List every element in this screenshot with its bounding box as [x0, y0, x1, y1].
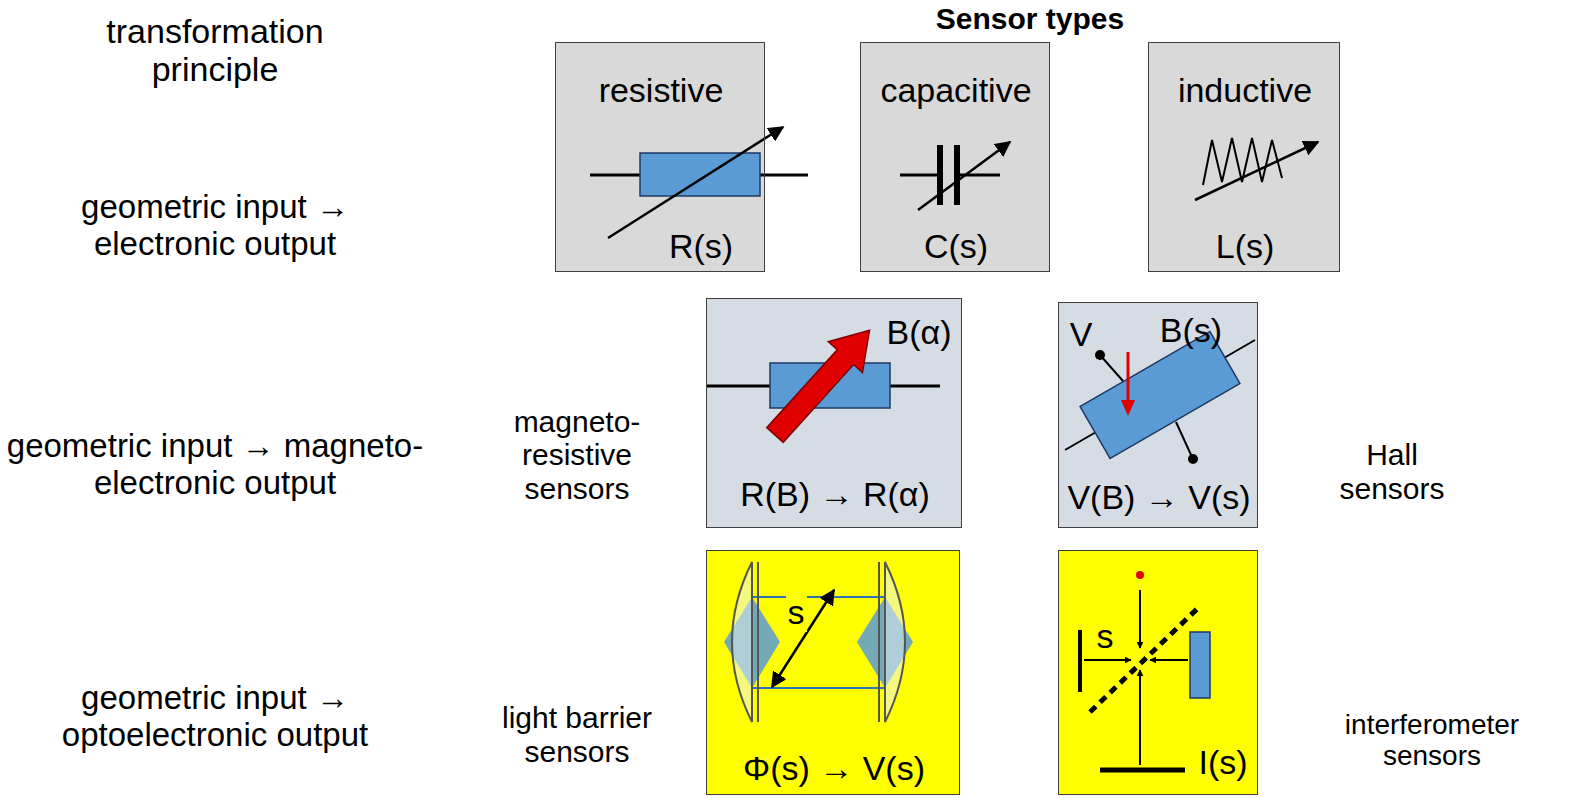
- row-heading: transformation principle: [65, 12, 365, 88]
- lens-pair: [724, 562, 913, 722]
- magnetoresistive-box: B(α) R(B) → R(α): [706, 298, 962, 528]
- row-heading: geometric input → optoelectronic output: [35, 680, 395, 754]
- symbol-label: resistive: [599, 72, 724, 109]
- symbol-label: inductive: [1178, 72, 1312, 109]
- formula-text: C(s): [924, 228, 988, 265]
- box-fill: [1058, 302, 1258, 528]
- interferometer-box: sI(s): [1058, 550, 1258, 795]
- symbol-label: s: [1095, 618, 1116, 655]
- symbol-label: V: [1070, 316, 1093, 353]
- interferometer-symbol: [1080, 571, 1210, 770]
- box-fill: [1058, 550, 1258, 795]
- formula-text: L(s): [1216, 228, 1275, 265]
- inductive-box: inductiveL(s): [1148, 42, 1340, 272]
- row-heading: geometric input → electronic output: [35, 189, 395, 263]
- capacitor-symbol: [900, 142, 1010, 210]
- symbol-label: capacitive: [880, 72, 1031, 109]
- hall-box: V B(s) V(B) → V(s): [1058, 302, 1258, 528]
- box-fill: [860, 42, 1050, 272]
- capacitive-box: capacitiveC(s): [860, 42, 1050, 272]
- resistive-box: resistiveR(s): [555, 42, 765, 272]
- box-fill: [1148, 42, 1340, 272]
- formula-text: R(s): [669, 228, 733, 265]
- box-fill: [706, 550, 960, 795]
- formula-text: Φ(s) → V(s): [743, 750, 925, 787]
- symbol-label: B(s): [1160, 312, 1222, 349]
- formula-text: R(B) → R(α): [740, 476, 930, 513]
- box-fill: [706, 298, 962, 528]
- title: Sensor types: [936, 2, 1124, 36]
- sensor-name: light barrier sensors: [467, 701, 687, 768]
- formula-text: I(s): [1198, 744, 1247, 781]
- symbol-label: B(α): [887, 314, 952, 351]
- sensor-name: magneto-resistive sensors: [492, 405, 662, 506]
- sensor-name: Hall sensors: [1337, 438, 1447, 505]
- symbol-label: s: [786, 594, 807, 631]
- sensor-name: interferometer sensors: [1317, 709, 1547, 772]
- hall-element-symbol: [1065, 332, 1255, 464]
- inductor-symbol: [1195, 138, 1318, 200]
- row-heading: geometric input → magneto-electronic out…: [5, 428, 425, 502]
- formula-text: V(B) → V(s): [1067, 479, 1250, 516]
- resistor-symbol: [590, 127, 808, 238]
- light-barrier-box: sΦ(s) → V(s): [706, 550, 960, 795]
